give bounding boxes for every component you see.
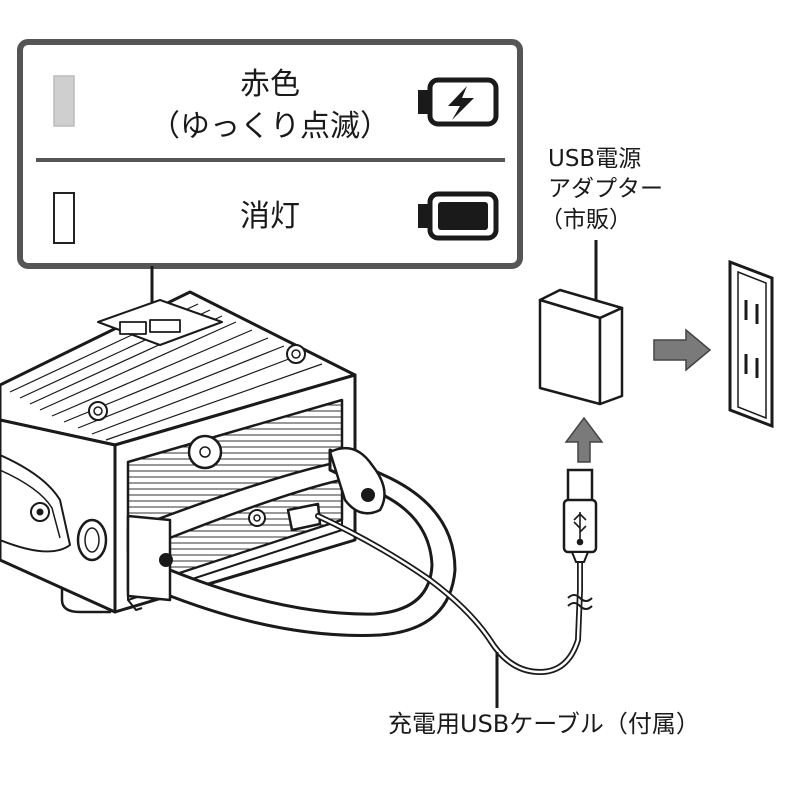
usb-power-adapter (538, 288, 624, 406)
adapter-label-line1: USB電源 (548, 146, 642, 172)
wall-outlet (728, 259, 774, 429)
status-charging-line2: （ゆっくり点滅） (150, 109, 390, 144)
status-charging-line1: 赤色 (240, 67, 300, 102)
arrow-right-icon (653, 328, 712, 372)
usb-plug (562, 468, 598, 563)
battery-charging-icon (418, 77, 499, 127)
usb-port (286, 502, 322, 532)
adapter-label-line3: （市販） (540, 207, 632, 233)
battery-full-icon (418, 191, 499, 241)
status-panel (17, 39, 523, 269)
adapter-label-line2: アダプター (548, 176, 663, 202)
status-panel-frame (17, 39, 523, 269)
carry-strap (126, 446, 457, 637)
cable-label: 充電用USBケーブル（付属） (388, 710, 700, 738)
usb-cable (315, 513, 593, 676)
status-off-label: 消灯 (240, 199, 300, 234)
arrow-up-icon (564, 416, 604, 463)
lamp-indicator-charging (53, 75, 75, 127)
usb-symbol-icon (573, 512, 587, 546)
lamp-indicator-off (53, 192, 75, 244)
device-body (0, 290, 357, 614)
